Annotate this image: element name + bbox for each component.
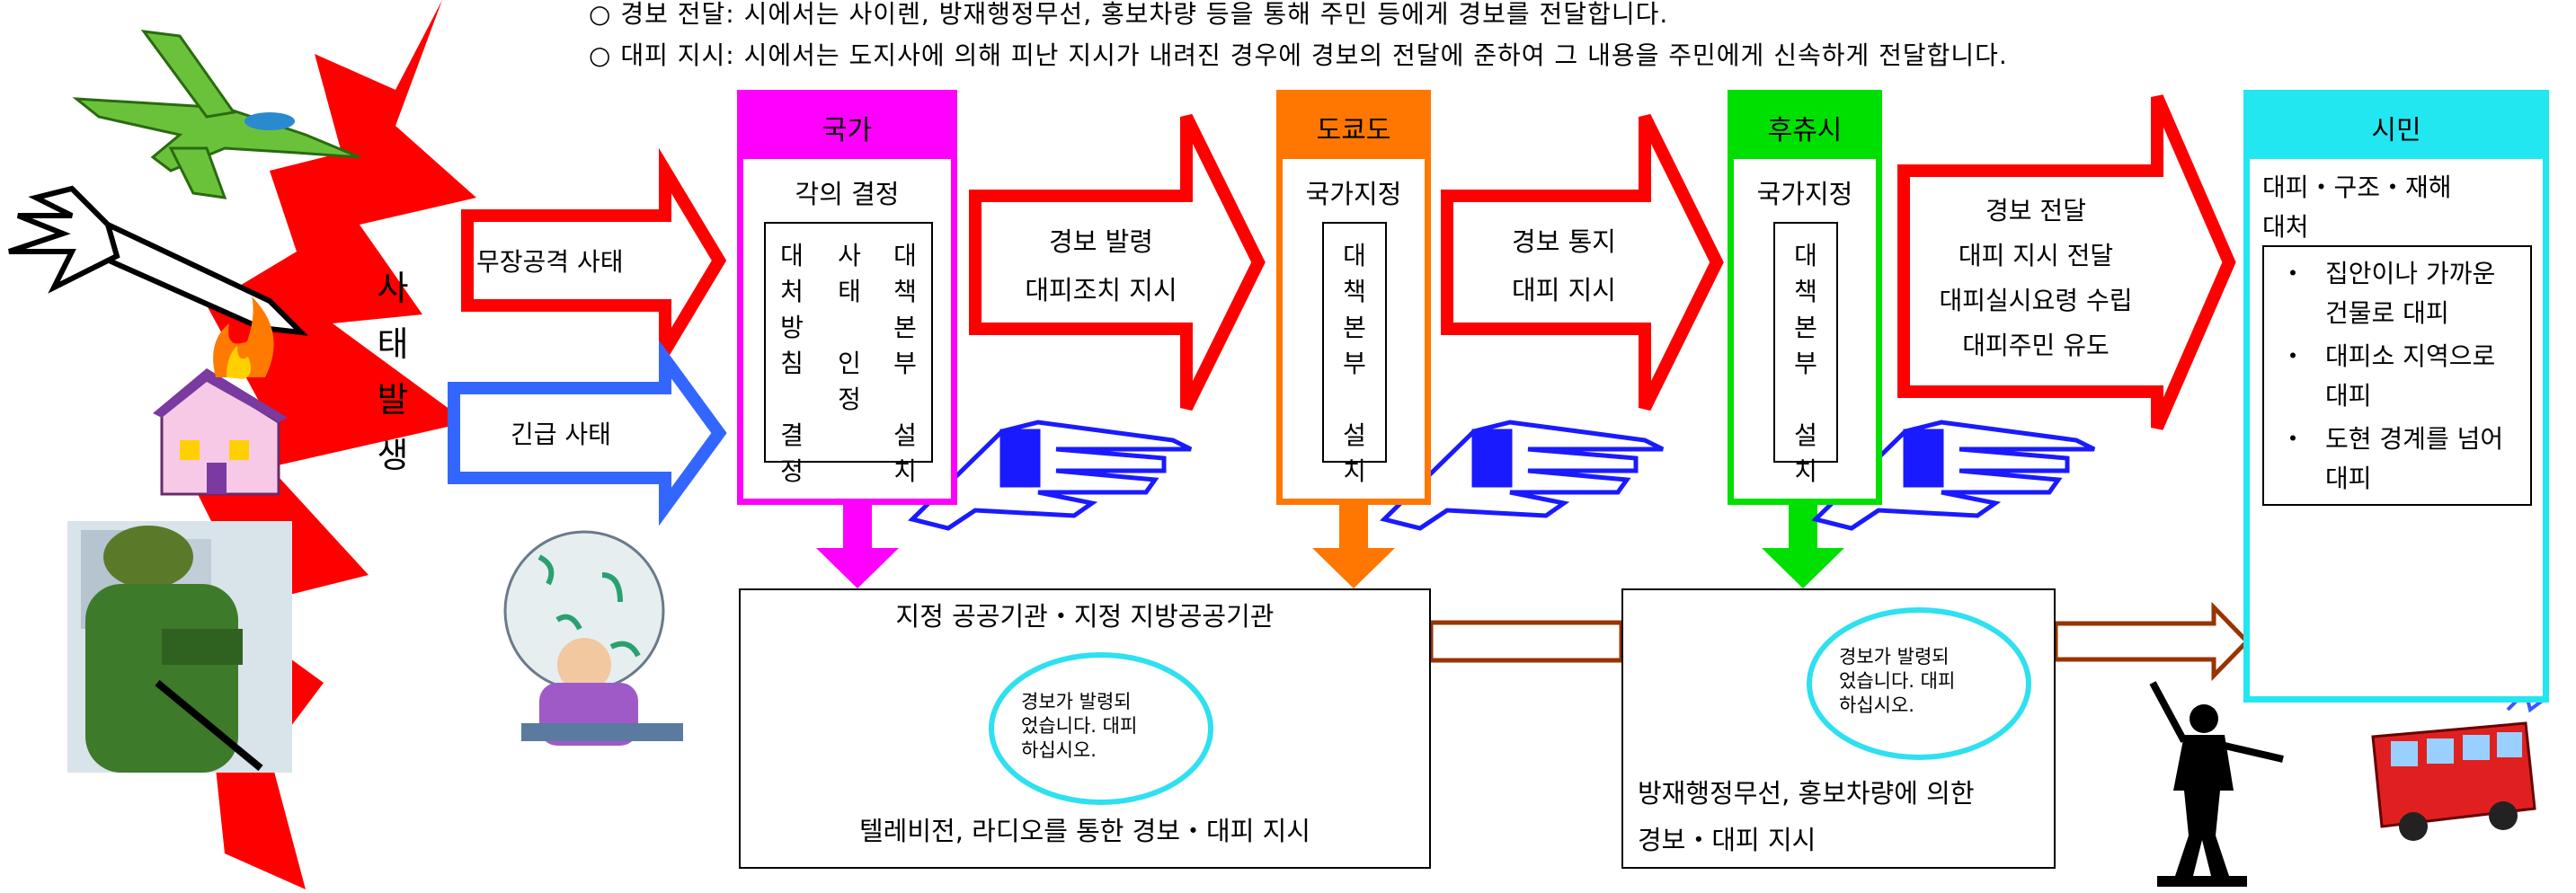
bus-icon — [2371, 688, 2550, 841]
option-line: 건물로 대피 — [2325, 298, 2449, 328]
action-column: 사 태 인 정 — [838, 241, 861, 414]
action-column: 대 책 본 부 설 치 — [893, 241, 917, 486]
armed-attack-arrow — [461, 147, 727, 374]
stage-city-title: 후츄시 — [1734, 96, 1876, 159]
stage-state: 국가 각의 결정 대 처 방 침 결 정 사 태 인 정 대 책 본 부 설 치 — [737, 90, 957, 505]
flow-line: 대피 지시 전달 — [1958, 241, 2114, 270]
flow-arrow-tokyo-city — [1441, 113, 1724, 411]
emergency-arrow — [448, 340, 727, 526]
broadcast-speech-bubble: 경보가 발령되 었습니다. 대피 하십시오. — [989, 652, 1213, 805]
burning-house-icon — [153, 296, 288, 496]
police-officer-icon — [2149, 681, 2284, 887]
local-caption: 방재행정무선, 홍보차량에 의한 경보・대피 지시 — [1638, 770, 1975, 863]
flow-line: 대피주민 유도 — [1962, 331, 2110, 360]
caption-line: 경보・대피 지시 — [1638, 825, 1817, 855]
bubble-line: 경보가 발령되 — [1839, 646, 1950, 668]
citizen-option: ・ 집안이나 가까운 건물로 대피 — [2264, 254, 2530, 335]
bullet-dot: ・ — [2280, 259, 2306, 288]
stage-state-subtitle: 각의 결정 — [795, 179, 900, 209]
option-line: 대피소 지역으로 — [2325, 341, 2496, 371]
subtitle-line: 대피・구조・재해 — [2262, 172, 2452, 202]
bubble-line: 하십시오. — [1839, 694, 1914, 716]
emergency-label: 긴급 사태 — [511, 420, 611, 449]
citizen-option: ・ 대피소 지역으로 대피 — [2264, 337, 2530, 418]
flow-arrow-city-citizen — [1897, 94, 2236, 430]
connector-broadcast-local — [1428, 620, 1624, 663]
flow-arrow-state-tokyo — [969, 113, 1266, 411]
missile-icon — [8, 185, 309, 336]
stage-city-subtitle: 국가지정 — [1756, 179, 1853, 209]
action-column: 대 책 본 부 설 치 — [1794, 241, 1817, 486]
option-line: 집안이나 가까운 — [2325, 259, 2496, 288]
local-speech-bubble: 경보가 발령되 었습니다. 대피 하십시오. — [1807, 607, 2031, 760]
bubble-line: 었습니다. 대피 — [1839, 670, 1956, 692]
option-line: 대피 — [2325, 464, 2372, 493]
stage-tokyo: 도쿄도 국가지정 대 책 본 부 설 치 — [1276, 90, 1431, 505]
flow-line: 경보 발령 — [1049, 226, 1153, 257]
action-column: 대 책 본 부 설 치 — [1343, 241, 1366, 486]
pointing-hand-icon — [908, 420, 2096, 531]
flow-line: 경보 전달 — [1985, 196, 2086, 225]
flow-line: 대피 지시 — [1512, 275, 1616, 305]
broadcast-box: 지정 공공기관・지정 지방공공기관 텔레비전, 라디오를 통한 경보・대피 지시 — [739, 588, 1431, 869]
flow-line: 경보 통지 — [1512, 226, 1616, 257]
stage-tokyo-subtitle: 국가지정 — [1305, 179, 1402, 209]
stage-city: 후츄시 국가지정 대 책 본 부 설 치 — [1728, 90, 1882, 505]
event-char: 사 — [377, 269, 409, 308]
connector-local-citizen — [2053, 601, 2251, 682]
armed-attack-label: 무장공격 사태 — [476, 247, 624, 277]
scientist-icon — [503, 530, 683, 746]
subtitle-line: 대처 — [2262, 212, 2309, 242]
stage-tokyo-actions: 대 책 본 부 설 치 — [1322, 222, 1387, 486]
city-down-arrow — [1762, 503, 1844, 588]
event-burst-label: 사 태 발 생 — [370, 261, 415, 483]
broadcast-title: 지정 공공기관・지정 지방공공기관 — [895, 601, 1275, 632]
citizen-options: ・ 집안이나 가까운 건물로 대피 ・ 대피소 지역으로 대피 ・ 도현 경계를… — [2262, 245, 2532, 506]
option-line: 대피 — [2325, 381, 2372, 411]
citizen-option: ・ 도현 경계를 넘어 대피 — [2264, 420, 2530, 500]
event-char: 발 — [377, 380, 409, 420]
flow-tokyo-city-text: 경보 통지 대피 지시 — [1465, 217, 1663, 314]
event-char: 생 — [377, 436, 409, 475]
stage-citizen: 시민 대피・구조・재해 대처 ・ 집안이나 가까운 건물로 대피 ・ 대피소 지… — [2243, 90, 2549, 703]
stage-city-actions: 대 책 본 부 설 치 — [1773, 222, 1838, 486]
bubble-line: 경보가 발령되 — [1021, 691, 1132, 712]
flow-city-citizen-text: 경보 전달 대피 지시 전달 대피실시요령 수립 대피주민 유도 — [1914, 189, 2157, 368]
intro-line-1: ○ 경보 전달: 시에서는 사이렌, 방재행정무선, 홍보차량 등을 통해 주민… — [589, 0, 1669, 29]
bubble-line: 하십시오. — [1021, 739, 1097, 761]
stage-tokyo-title: 도쿄도 — [1283, 96, 1425, 159]
flow-line: 대피조치 지시 — [1025, 275, 1177, 305]
action-column: 대 처 방 침 결 정 — [780, 241, 804, 486]
soldier-icon — [67, 521, 292, 773]
intro-line-2: ○ 대피 지시: 시에서는 도지사에 의해 피난 지시가 내려진 경우에 경보의… — [589, 40, 2008, 70]
caption-line: 방재행정무선, 홍보차량에 의한 — [1638, 778, 1975, 809]
event-char: 태 — [377, 324, 409, 364]
option-line: 도현 경계를 넘어 — [2325, 424, 2504, 454]
stage-state-title: 국가 — [743, 96, 951, 159]
stage-citizen-subtitle: 대피・구조・재해 대처 — [2262, 168, 2452, 247]
bullet-dot: ・ — [2280, 341, 2306, 371]
bullet-dot: ・ — [2280, 424, 2306, 454]
flow-line: 대피실시요령 수립 — [1939, 286, 2133, 315]
flow-state-tokyo-text: 경보 발령 대피조치 지시 — [998, 217, 1204, 314]
state-down-arrow — [816, 503, 899, 588]
stage-state-actions: 대 처 방 침 결 정 사 태 인 정 대 책 본 부 설 치 — [764, 222, 933, 486]
bubble-line: 었습니다. 대피 — [1021, 715, 1138, 737]
stage-citizen-title: 시민 — [2250, 96, 2543, 159]
fighter-jet-icon — [72, 30, 360, 199]
broadcast-caption: 텔레비전, 라디오를 통한 경보・대피 지시 — [859, 816, 1310, 846]
tokyo-down-arrow — [1312, 503, 1395, 588]
